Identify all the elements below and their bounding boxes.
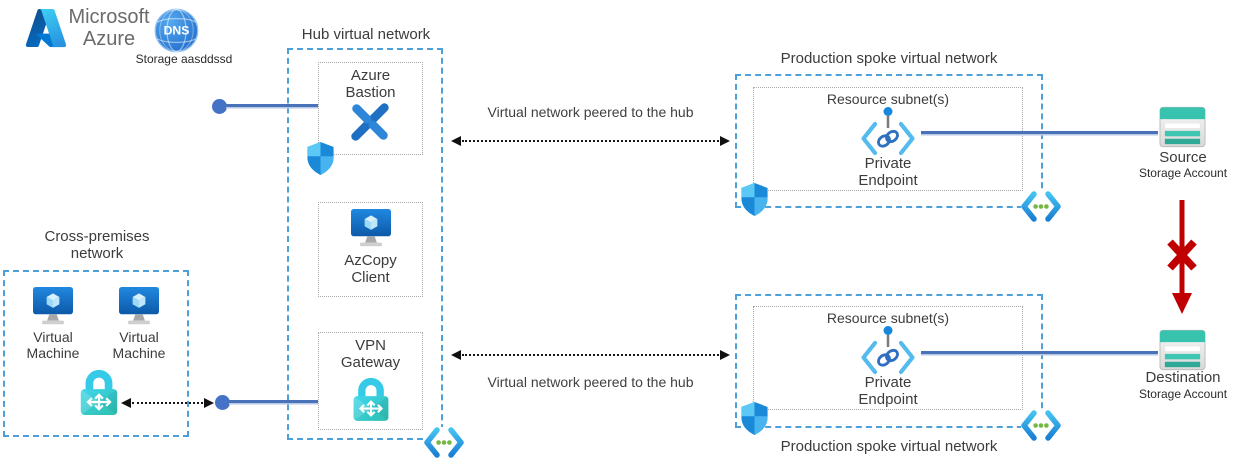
- azure-logo-icon: [24, 6, 68, 50]
- dotted-line: [462, 139, 719, 142]
- peering-top-arrow: [451, 134, 730, 147]
- destination-storage-type: Storage Account: [1138, 387, 1228, 401]
- spoke-bottom-subnet-label: Resource subnet(s): [826, 310, 950, 326]
- dotted-line: [462, 353, 719, 356]
- source-storage-name: Source: [1159, 149, 1207, 166]
- vpn-gateway-icon: [349, 373, 393, 423]
- nsg-shield-icon: [741, 402, 768, 435]
- virtual-machine-icon: [117, 287, 161, 327]
- spoke-top-vnet-icon: [1021, 191, 1061, 222]
- brand-line2: Azure: [82, 28, 136, 50]
- brand-line1: Microsoft: [68, 6, 150, 28]
- spoke-top-subnet-box: [753, 87, 1023, 191]
- peering-bottom-arrow: [451, 348, 730, 361]
- dns-label: DNS: [164, 24, 190, 38]
- endpoint-to-source-line: [921, 131, 1158, 134]
- azcopy-label: AzCopy Client: [344, 252, 397, 286]
- arrow-right-head: [204, 397, 214, 408]
- hub-vnet-box: [287, 48, 443, 440]
- vpn-connection-dot: [215, 395, 230, 410]
- private-endpoint-icon: [861, 106, 915, 158]
- azcopy-client-icon: [349, 209, 393, 249]
- vpn-subnet-box: [318, 332, 423, 430]
- spoke-bottom-box: [735, 294, 1043, 428]
- cross-premises-box: [3, 270, 189, 437]
- nsg-shield-icon: [741, 183, 768, 216]
- local-gateway-lock-icon: [76, 365, 122, 417]
- spoke-top-box: [735, 74, 1043, 208]
- arrow-left-head: [121, 397, 131, 408]
- private-endpoint-icon: [861, 325, 915, 377]
- user-connection-dot: [212, 99, 227, 114]
- brand-text: Microsoft Azure: [66, 6, 152, 50]
- azure-bastion-icon: [347, 99, 393, 145]
- arrow-left-head: [451, 349, 461, 360]
- destination-storage-icon: [1159, 329, 1206, 371]
- hub-vnet-title: Hub virtual network: [301, 26, 431, 43]
- dns-caption: Storage aasddssd: [135, 52, 233, 66]
- spoke-top-subnet-label: Resource subnet(s): [826, 91, 950, 107]
- vpn-tunnel-arrow: [121, 396, 214, 409]
- vpn-connector-line: [229, 400, 318, 403]
- bastion-connector-line: [226, 104, 318, 107]
- bastion-subnet-box: [318, 62, 423, 155]
- dns-globe-icon: DNS: [153, 7, 200, 54]
- arrow-right-head: [720, 135, 730, 146]
- spoke-bottom-title: Production spoke virtual network: [780, 438, 998, 455]
- destination-storage-name: Destination: [1145, 369, 1221, 386]
- spoke-bottom-endpoint-label: Private Endpoint: [858, 374, 918, 408]
- peering-bottom-label: Virtual network peered to the hub: [487, 374, 694, 390]
- cross-premises-title: Cross-premises network: [44, 228, 150, 262]
- bastion-label: Azure Bastion: [345, 67, 396, 101]
- vm2-label: Virtual Machine: [112, 329, 166, 361]
- blocked-transfer-arrow: [1167, 200, 1197, 314]
- endpoint-to-destination-line: [921, 351, 1158, 354]
- spoke-bottom-vnet-icon: [1021, 410, 1061, 441]
- peering-top-label: Virtual network peered to the hub: [487, 104, 694, 120]
- source-storage-icon: [1159, 106, 1206, 148]
- vm1-label: Virtual Machine: [26, 329, 80, 361]
- virtual-machine-icon: [31, 287, 75, 327]
- spoke-bottom-subnet-box: [753, 306, 1023, 410]
- spoke-top-title: Production spoke virtual network: [780, 50, 998, 67]
- dotted-line: [132, 401, 203, 404]
- arrow-left-head: [451, 135, 461, 146]
- arrow-right-head: [720, 349, 730, 360]
- azcopy-subnet-box: [318, 202, 423, 297]
- vpn-gateway-label: VPN Gateway: [340, 337, 401, 371]
- source-storage-type: Storage Account: [1138, 166, 1228, 180]
- nsg-shield-icon: [307, 142, 334, 175]
- spoke-top-endpoint-label: Private Endpoint: [858, 155, 918, 189]
- hub-vnet-icon: [424, 427, 464, 458]
